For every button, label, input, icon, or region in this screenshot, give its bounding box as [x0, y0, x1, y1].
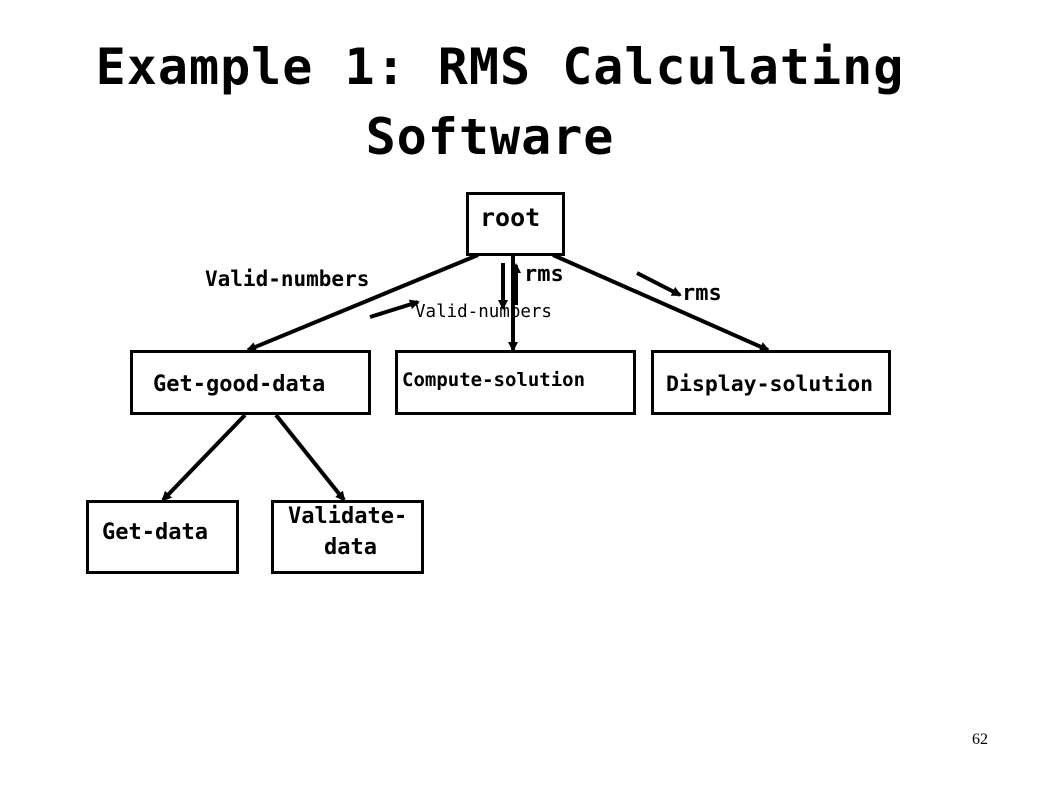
node-root-label: root — [480, 203, 541, 232]
node-get-good-data-label: Get-good-data — [153, 372, 326, 397]
slide-title-line2: Software — [365, 108, 615, 166]
edge-get-good-data-get-data — [161, 413, 247, 502]
edge-get-good-data-validate-data — [274, 413, 346, 502]
node-compute-solution: Compute-solution — [395, 350, 636, 415]
node-display-solution-label: Display-solution — [666, 372, 874, 397]
flow-arrow-rms-right — [636, 271, 682, 297]
node-root: root — [466, 192, 565, 256]
node-get-data: Get-data — [86, 500, 239, 574]
edge-root-get-good-data — [246, 253, 479, 352]
flow-label-rms-center: rms — [524, 262, 564, 287]
node-compute-solution-label: Compute-solution — [402, 369, 586, 391]
flow-label-rms-right: rms — [682, 281, 722, 306]
flow-arrow-valid-numbers-left — [369, 299, 420, 319]
node-validate-data-label-line1: Validate- — [288, 504, 408, 529]
slide-title-line1: Example 1: RMS Calculating — [95, 38, 905, 96]
node-get-good-data: Get-good-data — [130, 350, 371, 415]
node-get-data-label: Get-data — [102, 520, 208, 545]
flow-label-valid-numbers-center: Valid-numbers — [415, 302, 552, 322]
node-display-solution: Display-solution — [651, 350, 891, 415]
edge-root-display-solution — [552, 253, 770, 352]
flow-label-valid-numbers-left: Valid-numbers — [205, 267, 370, 291]
node-validate-data-label-line2: data — [324, 535, 377, 560]
page-number: 62 — [972, 731, 988, 748]
node-validate-data: Validate- data — [271, 500, 424, 574]
